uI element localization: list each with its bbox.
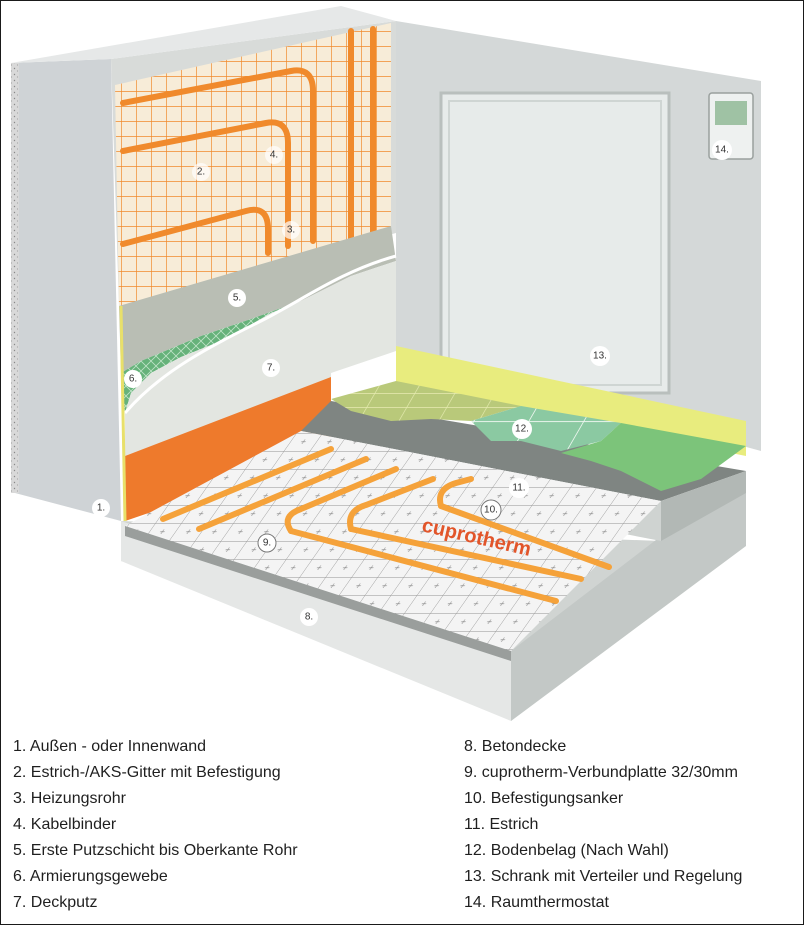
legend: 1. Außen - oder Innenwand 2. Estrich-/AK… [1, 737, 804, 917]
legend-column-right: 8. Betondecke 9. cuprotherm-Verbundplatt… [464, 737, 742, 919]
legend-item-10: 10. Befestigungsanker [464, 790, 624, 807]
wall-top [11, 6, 396, 63]
first-plaster-layer [119, 226, 396, 373]
legend-item-11: 11. Estrich [464, 816, 539, 833]
callout-5: 5. [233, 293, 241, 304]
legend-item-3: 3. Heizungsrohr [13, 790, 126, 807]
callout-4: 4. [270, 150, 278, 161]
callout-12: 12. [515, 424, 529, 435]
floor-heating-cutaway: + [11, 6, 761, 721]
callout-6: 6. [129, 374, 137, 385]
skirting-board [396, 346, 746, 456]
left-wall [11, 59, 121, 521]
thermostat-display [715, 101, 747, 125]
wall-yellow-edge [119, 305, 127, 522]
callout-9: 9. [263, 538, 271, 549]
screed-side [661, 471, 746, 541]
edge-insulation [125, 377, 331, 521]
callout-markers: 1. 2. 3. 4. 5. 6. 7. 8. 9. 10. 11. 12. 1… [92, 140, 732, 626]
composite-panel-edge [125, 526, 511, 661]
callout-7: 7. [267, 363, 275, 374]
callout-1: 1. [97, 503, 105, 514]
callout-2: 2. [197, 167, 205, 178]
legend-item-1: 1. Außen - oder Innenwand [13, 738, 207, 755]
parquet-covering [331, 381, 521, 421]
tile-covering [471, 406, 621, 451]
wall-heating-pipes [120, 26, 376, 256]
legend-item-6: 6. Armierungsgewebe [13, 868, 168, 885]
legend-item-12: 12. Bodenbelag (Nach Wahl) [464, 842, 669, 859]
wall-edge-speckle [11, 63, 19, 493]
legend-column-left: 1. Außen - oder Innenwand 2. Estrich-/AK… [13, 737, 298, 919]
legend-item-2: 2. Estrich-/AKS-Gitter mit Befestigung [13, 764, 281, 781]
legend-item-8: 8. Betondecke [464, 738, 567, 755]
legend-item-7: 7. Deckputz [13, 894, 98, 911]
finishing-plaster [125, 261, 396, 456]
legend-item-4: 4. Kabelbinder [13, 816, 117, 833]
callout-8: 8. [305, 612, 313, 623]
distribution-cabinet [439, 91, 671, 395]
floor-covering-green [561, 423, 746, 491]
callout-11: 11. [512, 483, 525, 494]
plaster-edge-line [123, 254, 397, 414]
legend-item-9: 9. cuprotherm-Verbundplatte 32/30mm [464, 764, 738, 781]
callout-3: 3. [287, 225, 295, 236]
legend-item-13: 13. Schrank mit Verteiler und Regelung [464, 868, 743, 885]
reinforcement-mesh [121, 301, 301, 413]
concrete-slab-side [511, 471, 746, 721]
callout-10: 10. [484, 505, 498, 516]
legend-item-14: 14. Raumthermostat [464, 894, 609, 911]
callout-14: 14. [715, 145, 729, 156]
legend-item-5: 5. Erste Putzschicht bis Oberkante Rohr [13, 842, 298, 859]
callout-13: 13. [593, 351, 607, 362]
floor-heating-pipes [160, 446, 612, 604]
